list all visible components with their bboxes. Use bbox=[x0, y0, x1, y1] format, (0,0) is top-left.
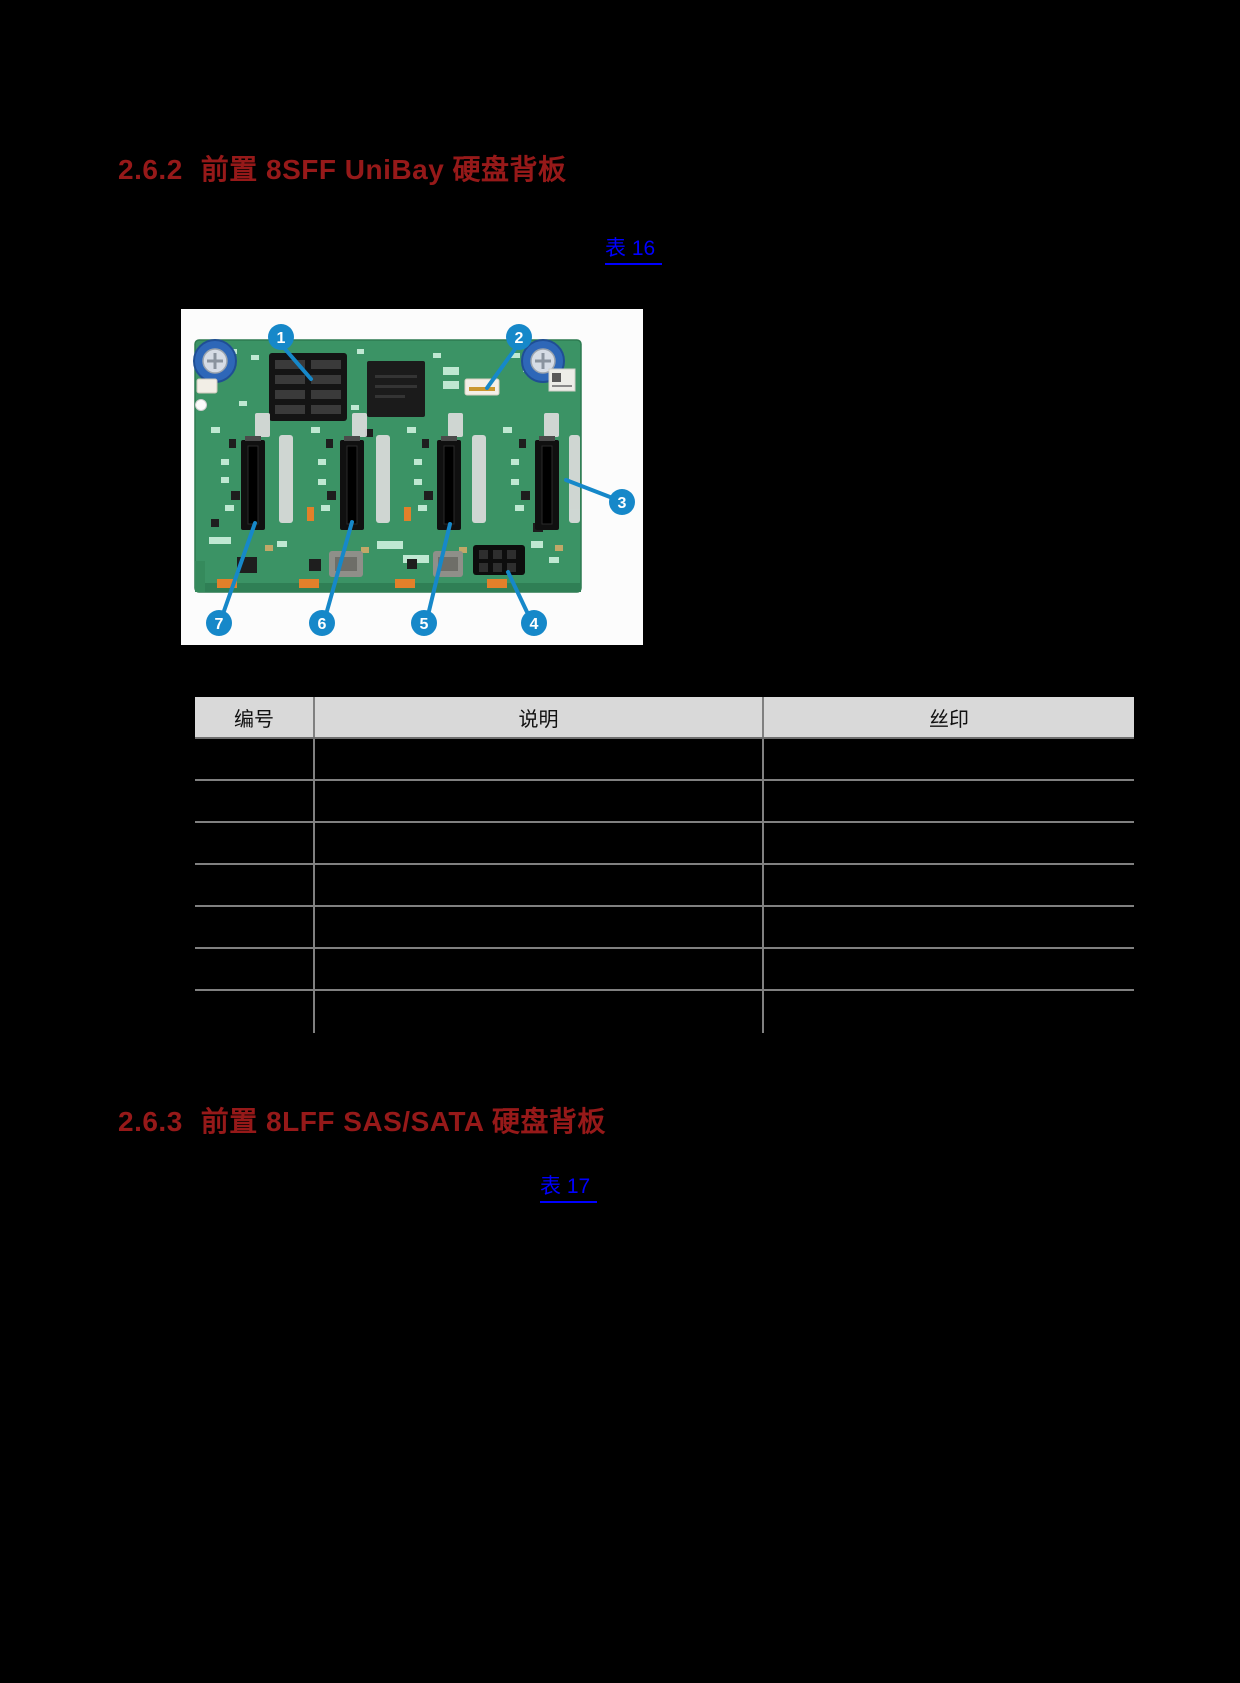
callout-7: 7 bbox=[206, 610, 232, 636]
svg-text:5: 5 bbox=[420, 616, 429, 633]
table-row bbox=[195, 739, 1134, 781]
table-cell-number bbox=[195, 865, 315, 905]
table-cell-number bbox=[195, 781, 315, 821]
table-cell-description bbox=[315, 865, 764, 905]
left-mini-connector bbox=[195, 378, 218, 411]
svg-text:7: 7 bbox=[215, 616, 224, 633]
table-cell-description bbox=[315, 991, 764, 1033]
table-17-link[interactable]: 表 17 bbox=[540, 1170, 598, 1203]
spec-table: 编号 说明 丝印 bbox=[195, 697, 1134, 1033]
table-cell-silkscreen bbox=[764, 739, 1134, 779]
drive-connectors bbox=[241, 436, 559, 530]
table-cell-number bbox=[195, 991, 315, 1033]
drive-connector-4 bbox=[535, 436, 559, 530]
callout-3: 3 bbox=[609, 489, 635, 515]
table-header-number: 编号 bbox=[195, 697, 315, 737]
table-cell-description bbox=[315, 823, 764, 863]
barcode-sticker bbox=[548, 368, 576, 392]
heading-title: 前置 8SFF UniBay 硬盘背板 bbox=[200, 154, 567, 185]
drive-connector-2 bbox=[340, 436, 364, 530]
callout-4: 4 bbox=[521, 610, 547, 636]
callout-2: 2 bbox=[506, 324, 532, 350]
table-cell-number bbox=[195, 949, 315, 989]
table-cell-number bbox=[195, 907, 315, 947]
table-row bbox=[195, 949, 1134, 991]
orange-tabs bbox=[217, 507, 507, 588]
callouts: 1 2 3 4 5 bbox=[206, 324, 635, 636]
pads bbox=[265, 545, 563, 553]
callout-6: 6 bbox=[309, 610, 335, 636]
table-header-row: 编号 说明 丝印 bbox=[195, 697, 1134, 739]
table-cell-description bbox=[315, 781, 764, 821]
table-row bbox=[195, 823, 1134, 865]
section-heading-2-6-3: 2.6.3 前置 8LFF SAS/SATA 硬盘背板 bbox=[118, 1100, 606, 1140]
svg-text:1: 1 bbox=[277, 330, 286, 347]
table-16-link[interactable]: 表 16 bbox=[605, 232, 663, 265]
callout-1: 1 bbox=[268, 324, 294, 350]
guide-slots bbox=[255, 413, 580, 523]
drive-connector-3 bbox=[437, 436, 461, 530]
table-cell-silkscreen bbox=[764, 949, 1134, 989]
spec-table-body bbox=[195, 739, 1134, 1033]
table-row bbox=[195, 865, 1134, 907]
callout-lines bbox=[222, 347, 612, 614]
lattice-chip bbox=[367, 361, 425, 417]
backplane-photo-svg: 1 2 3 4 5 bbox=[181, 309, 643, 645]
pcb-board bbox=[193, 339, 582, 593]
silkscreen-marks bbox=[209, 349, 559, 563]
table-cell-silkscreen bbox=[764, 823, 1134, 863]
section-heading-2-6-2: 2.6.2 前置 8SFF UniBay 硬盘背板 bbox=[118, 148, 567, 188]
svg-text:2: 2 bbox=[515, 330, 524, 347]
svg-text:3: 3 bbox=[618, 495, 627, 512]
backplane-photo: 1 2 3 4 5 bbox=[181, 309, 643, 645]
drive-connector-1 bbox=[241, 436, 265, 530]
heading-number: 2.6.2 bbox=[118, 154, 183, 185]
heading-number: 2.6.3 bbox=[118, 1106, 183, 1137]
table-row bbox=[195, 991, 1134, 1033]
table-cell-number bbox=[195, 739, 315, 779]
table-header-silkscreen: 丝印 bbox=[929, 708, 969, 731]
thumbscrew-left bbox=[193, 339, 237, 383]
table-cell-description bbox=[315, 739, 764, 779]
power-connector bbox=[473, 545, 525, 575]
sas-connector-cluster bbox=[269, 353, 347, 421]
table-cell-description bbox=[315, 907, 764, 947]
table-cell-number bbox=[195, 823, 315, 863]
table-cell-description bbox=[315, 949, 764, 989]
table-row bbox=[195, 781, 1134, 823]
heading-title: 前置 8LFF SAS/SATA 硬盘背板 bbox=[200, 1106, 606, 1137]
table-row bbox=[195, 907, 1134, 949]
svg-text:4: 4 bbox=[530, 616, 539, 633]
svg-text:6: 6 bbox=[318, 616, 327, 633]
table-cell-silkscreen bbox=[764, 907, 1134, 947]
table-header-description: 说明 bbox=[315, 697, 764, 737]
table-cell-silkscreen bbox=[764, 781, 1134, 821]
table-cell-silkscreen bbox=[764, 991, 1134, 1033]
table-cell-silkscreen bbox=[764, 865, 1134, 905]
callout-5: 5 bbox=[411, 610, 437, 636]
